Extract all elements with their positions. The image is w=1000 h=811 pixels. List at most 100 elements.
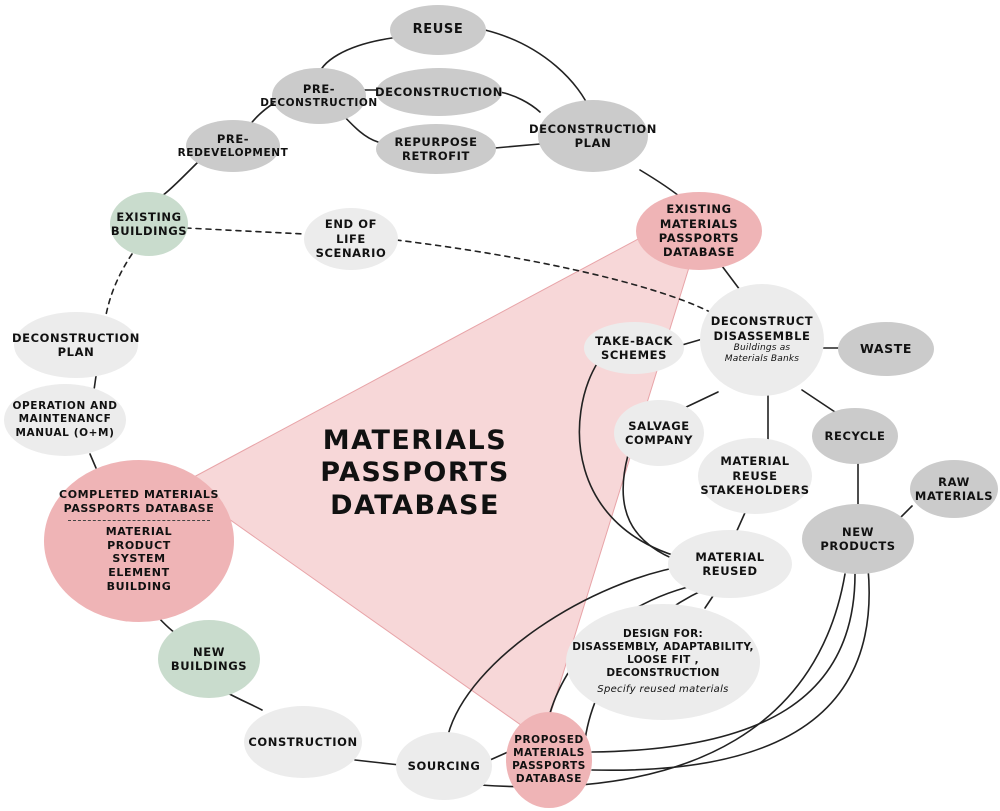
node-existing-mpd: EXISTING MATERIALS PASSPORTS DATABASE (636, 192, 762, 270)
edge-endoflife-deconstruct (395, 239, 711, 313)
node-completed-system: SYSTEM (112, 552, 166, 566)
node-stakeholders-line1: MATERIAL (720, 454, 790, 469)
node-deconstruction-plan-top: DECONSTRUCTION PLAN (529, 100, 656, 172)
node-completed-building: BUILDING (106, 579, 172, 593)
node-operation-manual: OPERATION AND MAINTENANCF MANUAL (O+M) (4, 384, 126, 456)
node-completed-mpd: COMPLETED MATERIALS PASSPORTS DATABASE M… (44, 460, 234, 622)
edge-deconstruct-recycle (801, 389, 836, 413)
node-sourcing: SOURCING (396, 732, 492, 800)
node-new-products: NEW PRODUCTS (802, 504, 914, 574)
node-operation-line3: MANUAL (O+M) (15, 426, 115, 439)
node-existing-mpd-line1: EXISTING (666, 202, 732, 217)
edge-preredev-existing (161, 159, 201, 197)
node-deconplan-left-line2: PLAN (57, 345, 95, 359)
node-deconstruction-plan-left: DECONSTRUCTION PLAN (12, 312, 140, 378)
node-deconstruct-disassemble: DECONSTRUCT DISASSEMBLE Buildings as Mat… (700, 284, 824, 396)
node-proposed-line3: PASSPORTS (512, 760, 586, 772)
node-design-for-line1: DESIGN FOR: (622, 628, 704, 640)
node-reuse-label: REUSE (412, 21, 464, 37)
node-design-for-line2: DISASSEMBLY, ADAPTABILITY, (572, 641, 754, 654)
node-recycle: RECYCLE (812, 408, 898, 464)
node-raw-materials-line1: RAW (938, 474, 970, 489)
node-existing-buildings: EXISTING BUILDINGS (110, 192, 188, 256)
node-deconstruct-sub1: Buildings as (733, 343, 791, 354)
node-waste: WASTE (838, 322, 934, 376)
node-existing-buildings-line2: BUILDINGS (110, 224, 188, 238)
node-stakeholders-line2: REUSE (732, 468, 778, 483)
edge-reused-sourcing (447, 564, 691, 736)
node-take-back-line2: SCHEMES (601, 348, 667, 362)
node-repurpose-line1: REPURPOSE (394, 134, 478, 149)
node-end-of-life-line2: SCENARIO (315, 246, 387, 261)
node-new-buildings-line1: NEW (193, 644, 225, 659)
node-pre-deconstruction-line1: PRE- (302, 82, 336, 97)
node-material-reused: MATERIAL REUSED (668, 530, 792, 598)
node-operation-line1: OPERATION AND (12, 400, 118, 413)
node-pre-redevelopment: PRE- REDEVELOPMENT (178, 120, 288, 172)
node-proposed-line1: PROPOSED (514, 733, 584, 746)
node-end-of-life: END OF LIFE SCENARIO (304, 208, 398, 270)
completed-divider (67, 519, 211, 521)
node-new-products-line1: NEW (842, 524, 874, 539)
center-title-line1: MATERIALS (322, 425, 508, 456)
node-proposed-mpd: PROPOSED MATERIALS PASSPORTS DATABASE (506, 712, 592, 808)
node-deconstruction: DECONSTRUCTION (375, 68, 503, 116)
node-waste-label: WASTE (860, 341, 912, 357)
center-title: MATERIALS PASSPORTS DATABASE (320, 425, 510, 522)
node-repurpose-retrofit: REPURPOSE RETROFIT (376, 124, 496, 174)
edge-operation-completed (89, 453, 97, 469)
node-new-buildings: NEW BUILDINGS (158, 620, 260, 698)
node-existing-mpd-line3: PASSPORTS (658, 231, 740, 245)
center-title-line2: PASSPORTS (320, 457, 510, 489)
edge-newproducts-proposed-b (591, 567, 870, 771)
node-operation-line2: MAINTENANCF (18, 413, 112, 426)
node-design-for-note: Specify reused materials (597, 683, 729, 695)
node-deconstruct-line2: DISASSEMBLE (713, 328, 811, 343)
node-completed-line2: PASSPORTS DATABASE (63, 502, 215, 516)
node-completed-line1: COMPLETED MATERIALS (59, 488, 219, 502)
node-construction: CONSTRUCTION (244, 706, 362, 778)
node-deconstruction-label: DECONSTRUCTION (375, 84, 503, 99)
node-pre-deconstruction-line2: DECONSTRUCTION (260, 96, 378, 109)
node-proposed-line2: MATERIALS (513, 746, 585, 759)
node-deconstruct-sub2: Materials Banks (724, 354, 800, 365)
node-end-of-life-line1: END OF LIFE (324, 217, 378, 246)
node-deconplan-left-line1: DECONSTRUCTION (12, 330, 140, 345)
node-material-reused-line2: REUSED (702, 564, 758, 578)
node-raw-materials: RAW MATERIALS (910, 460, 998, 518)
node-salvage-line2: COMPANY (624, 433, 694, 447)
node-new-products-line2: PRODUCTS (820, 539, 896, 553)
node-completed-element: ELEMENT (108, 566, 170, 580)
node-preredev-line2: REDEVELOPMENT (177, 146, 289, 159)
node-stakeholders-line3: STAKEHOLDERS (700, 483, 810, 498)
node-sourcing-label: SOURCING (407, 758, 481, 773)
node-material-reuse-stakeholders: MATERIAL REUSE STAKEHOLDERS (698, 438, 812, 514)
node-existing-buildings-line1: EXISTING (116, 209, 182, 224)
edge-repurpose-deconplan (494, 143, 541, 149)
node-take-back-line1: TAKE-BACK (595, 333, 673, 348)
node-reuse: REUSE (390, 5, 486, 55)
node-proposed-line4: DATABASE (515, 773, 583, 786)
node-material-reused-line1: MATERIAL (695, 549, 765, 564)
node-existing-mpd-line4: DATABASE (662, 245, 735, 260)
node-new-buildings-line2: BUILDINGS (170, 659, 248, 673)
node-preredev-line1: PRE- (216, 132, 250, 147)
node-completed-material: MATERIAL (105, 524, 173, 538)
edge-existing-decplanleft (105, 253, 133, 316)
node-take-back: TAKE-BACK SCHEMES (584, 322, 684, 374)
node-deconstruct-line1: DECONSTRUCT (710, 314, 814, 329)
node-deconplan-top-line1: DECONSTRUCTION (529, 121, 657, 136)
node-completed-product: PRODUCT (107, 538, 171, 552)
edge-sourcing-proposed (489, 751, 509, 761)
node-design-for-line3: LOOSE FIT , DECONSTRUCTION (606, 654, 720, 680)
node-pre-deconstruction: PRE- DECONSTRUCTION (260, 68, 377, 124)
edge-existingmpd-deconstruct (721, 265, 741, 291)
node-salvage-line1: SALVAGE (628, 418, 690, 433)
node-salvage: SALVAGE COMPANY (614, 400, 704, 466)
node-recycle-label: RECYCLE (824, 428, 886, 443)
node-deconplan-top-line2: PLAN (574, 136, 612, 150)
node-raw-materials-line2: MATERIALS (914, 489, 994, 503)
node-construction-label: CONSTRUCTION (248, 734, 358, 749)
edge-newproducts-proposed-a (591, 573, 856, 753)
